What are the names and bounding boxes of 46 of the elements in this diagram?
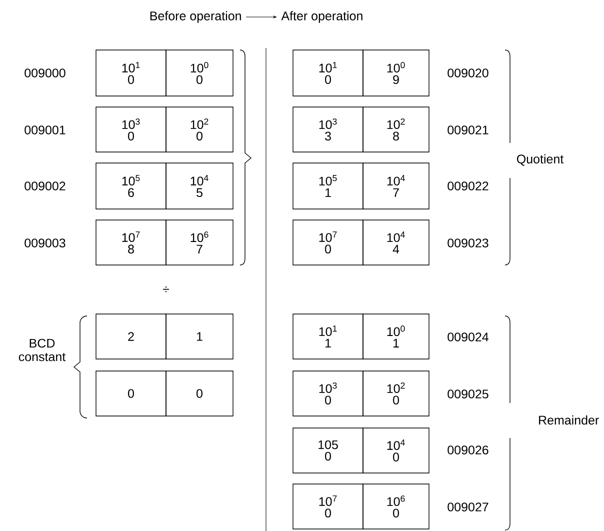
label-text: ÷ [162,286,170,292]
register-cell: 10$^{4}$ 7 [362,162,430,210]
register-cell: 10$^{2}$ 8 [362,106,430,152]
register-cell: 10$^{3}$ 0 [292,370,364,416]
label-text: BCD constant [18,338,66,362]
register-cell: 10$^{4}$ 0 [362,428,430,474]
register-cell: 10$^{5}$ 1 [292,162,364,210]
label-text: 009021 [448,126,488,134]
label-text: 009000 [24,68,66,78]
register-cell: 10$^{0}$ 1 [362,314,430,360]
label-text: 009002 [24,182,66,190]
register-cell: 10$^{4}$ 5 [166,162,234,210]
heading-text: After operation [281,11,362,23]
register-cell: 10$^{2}$ 0 [166,106,234,152]
register-cell: 2 [96,314,166,360]
label-text: 009027 [448,502,488,512]
register-cell: 10$^{6}$ 0 [362,484,430,530]
register-cell: 10$^{1}$ 0 [292,50,364,96]
register-cell: 10$^{1}$ 1 [292,314,364,360]
label-text: 009026 [448,446,488,454]
register-cell: 10$^{4}$ 4 [362,220,430,266]
register-cell: 10$^{2}$ 0 [362,370,430,416]
label-text: 009020 [448,68,488,78]
label-text: 009023 [448,238,488,248]
register-cell: 10$^{0}$ 9 [362,50,430,96]
label-text: Quotient [516,154,564,166]
register-cell: 10$^{7}$ 0 [292,220,364,266]
register-cell: 0 [96,370,166,416]
register-cell: 10$^{1}$ 0 [96,50,166,96]
register-cell: 10$^{7}$ 8 [96,220,166,266]
register-cell: 0 [166,370,234,416]
label-text: 009001 [24,126,66,134]
register-cell: 10$^{3}$ 0 [96,106,166,152]
heading-text: Before operation [150,11,241,23]
register-cell: 105 0 [292,428,364,474]
register-cell: 10$^{3}$ 3 [292,106,364,152]
label-text: 009003 [24,238,66,248]
label-text: 009022 [448,182,488,190]
label-text: 009024 [448,332,488,342]
label-text: Remainder [539,415,599,425]
register-cell: 10$^{7}$ 0 [292,484,364,530]
register-cell: 10$^{5}$ 6 [96,162,166,210]
register-cell: 10$^{6}$ 7 [166,220,234,266]
register-cell: 1 [166,314,234,360]
register-cell: 10$^{0}$ 0 [166,50,234,96]
label-text: 009025 [448,390,488,398]
